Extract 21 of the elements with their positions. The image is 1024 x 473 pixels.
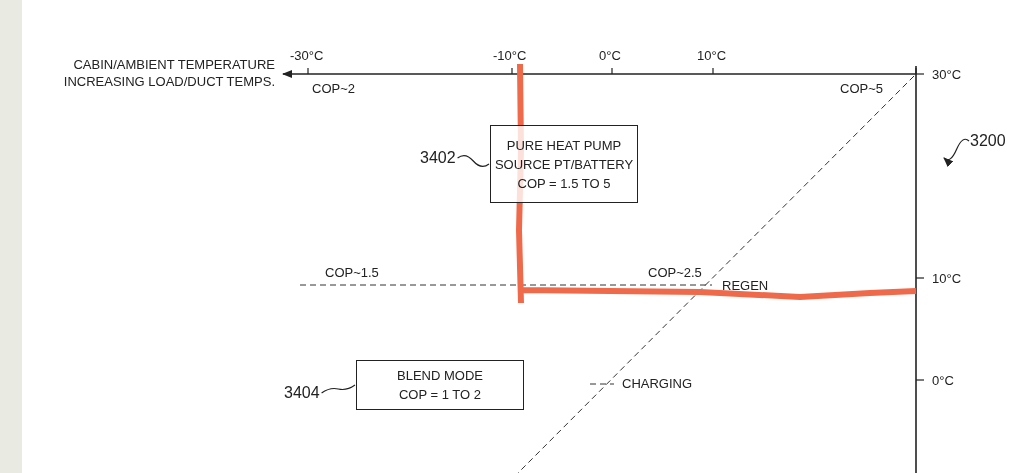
reference-number: 3404 [284,385,320,401]
cop-label: COP~1.5 [325,265,379,281]
cop-label: COP~2.5 [648,265,702,281]
leader-line [457,155,490,167]
tick-label: 10°C [697,48,727,64]
leader-line [321,384,356,394]
tick-label: -10°C [493,48,527,64]
cop-label: COP~2 [312,81,355,97]
mode-box: PURE HEAT PUMP SOURCE PT/BATTERY COP = 1.5 TO 5 [490,125,638,203]
tick-label: 10°C [932,271,962,287]
tick-label: -30°C [290,48,324,64]
reference-number: 3402 [420,150,456,166]
tick-label: 0°C [932,373,954,389]
tick-label: 30°C [932,67,962,83]
axis-title: CABIN/AMBIENT TEMPERATURE INCREASING LOAD/DUCT TEMPS. [62,56,275,90]
mode-box: BLEND MODE COP = 1 TO 2 [356,360,524,410]
regen-label: REGEN [722,278,769,294]
cop-label: COP~5 [840,81,883,97]
reference-number: 3200 [970,133,1006,149]
tick-label: 0°C [599,48,621,64]
legend-label: CHARGING [622,376,693,392]
